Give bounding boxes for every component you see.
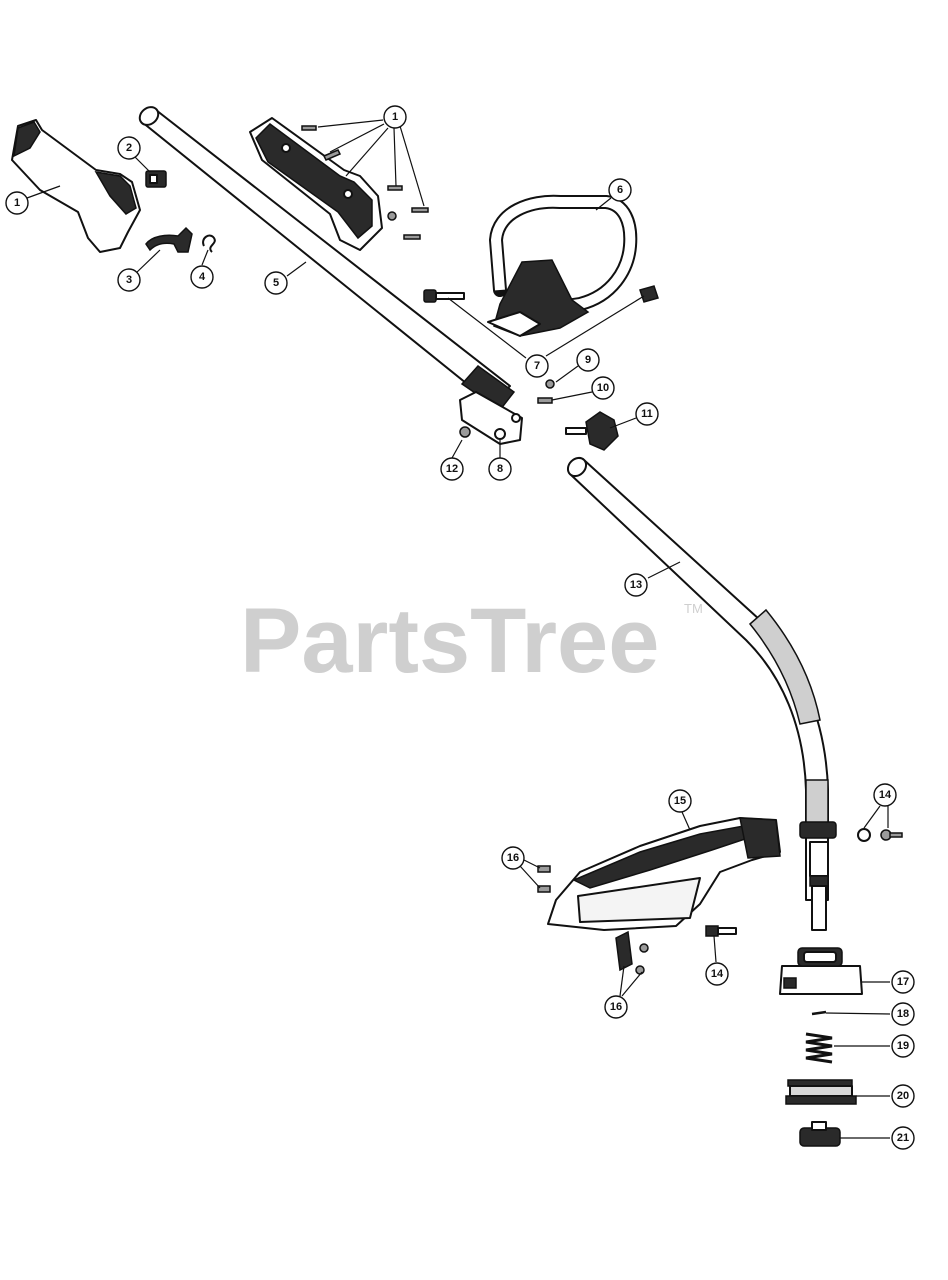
callout-label: 16 xyxy=(610,1001,622,1013)
leader-lines xyxy=(26,119,891,1139)
handle-housing-half xyxy=(249,117,383,251)
callout-label: 11 xyxy=(641,408,653,420)
rear-handle-housing xyxy=(11,119,141,253)
callout-label: 19 xyxy=(897,1040,909,1052)
callout-label: 10 xyxy=(597,382,609,394)
callout-c17: 17 xyxy=(891,970,915,994)
watermark-trademark: TM xyxy=(684,601,703,616)
callout-label: 13 xyxy=(630,579,642,591)
spool-spring xyxy=(805,1032,833,1064)
callout-label: 17 xyxy=(897,976,909,988)
callout-label: 18 xyxy=(897,1008,909,1020)
callout-label: 2 xyxy=(126,142,132,154)
callout-c12: 12 xyxy=(440,457,464,481)
callout-c21: 21 xyxy=(891,1126,915,1150)
assist-handle xyxy=(487,194,638,337)
callout-c6: 6 xyxy=(608,178,632,202)
callout-label: 7 xyxy=(534,360,540,372)
line-spool xyxy=(785,1079,857,1105)
callout-label: 9 xyxy=(585,354,591,366)
screw-10 xyxy=(537,397,553,404)
callout-label: 3 xyxy=(126,274,132,286)
callout-label: 16 xyxy=(507,852,519,864)
callout-c19: 19 xyxy=(891,1034,915,1058)
nut-12 xyxy=(459,426,471,438)
callout-label: 14 xyxy=(711,968,724,980)
callout-c16b: 16 xyxy=(604,995,628,1019)
callout-label: 8 xyxy=(497,463,503,475)
callout-c15: 15 xyxy=(668,789,692,813)
callout-c9: 9 xyxy=(576,348,600,372)
housing-screws xyxy=(301,125,429,240)
callout-label: 14 xyxy=(879,789,892,801)
callout-c20: 20 xyxy=(891,1084,915,1108)
callout-c16a: 16 xyxy=(501,846,525,870)
callout-c1b: 1 xyxy=(383,105,407,129)
spool-wire xyxy=(811,1010,827,1016)
callout-c14b: 14 xyxy=(705,962,729,986)
callout-c13: 13 xyxy=(624,573,648,597)
callout-label: 5 xyxy=(273,277,279,289)
watermark: PartsTree TM xyxy=(240,590,703,692)
callout-label: 21 xyxy=(897,1132,909,1144)
lower-shaft xyxy=(566,456,837,931)
spool-housing xyxy=(779,947,863,995)
callout-c14a: 14 xyxy=(873,783,897,807)
knob xyxy=(565,411,619,451)
callout-c2: 2 xyxy=(117,136,141,160)
callout-label: 6 xyxy=(617,184,623,196)
callout-label: 15 xyxy=(674,795,686,807)
callout-c4: 4 xyxy=(190,265,214,289)
callout-c10: 10 xyxy=(591,376,615,400)
callout-label: 1 xyxy=(14,197,20,209)
switch xyxy=(145,170,167,188)
handle-bolts xyxy=(423,285,659,303)
callout-c8: 8 xyxy=(488,457,512,481)
callout-label: 12 xyxy=(446,463,458,475)
watermark-brand: PartsTree xyxy=(240,590,659,692)
nut-9 xyxy=(545,379,555,389)
callout-label: 4 xyxy=(199,271,206,283)
shaft-coupler xyxy=(459,391,523,445)
callout-label: 1 xyxy=(392,111,398,123)
trigger-spring xyxy=(202,234,216,253)
trigger xyxy=(145,226,193,253)
callout-c7: 7 xyxy=(525,354,549,378)
upper-shaft xyxy=(138,106,516,412)
callout-c1a: 1 xyxy=(5,191,29,215)
callout-c18: 18 xyxy=(891,1002,915,1026)
trimmer-guard xyxy=(547,817,781,931)
callout-label: 20 xyxy=(897,1090,909,1102)
callout-c5: 5 xyxy=(264,271,288,295)
guard-screws xyxy=(537,865,649,975)
callout-c11: 11 xyxy=(635,402,659,426)
bump-knob xyxy=(799,1121,841,1147)
callout-c3: 3 xyxy=(117,268,141,292)
guard-hardware xyxy=(705,828,903,937)
